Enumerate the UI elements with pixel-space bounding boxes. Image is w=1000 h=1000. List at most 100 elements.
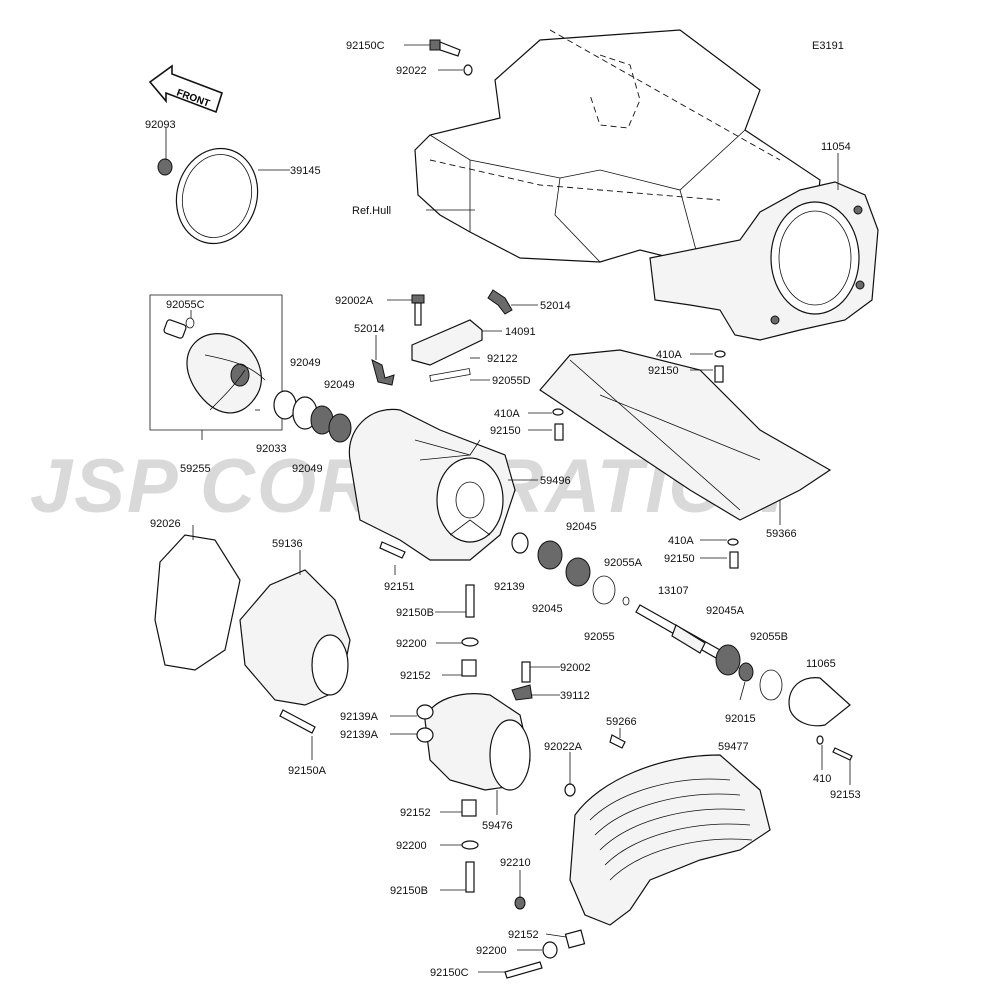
label-92055D: 92055D bbox=[492, 375, 531, 387]
label-92033: 92033 bbox=[256, 443, 287, 455]
fitting-59266 bbox=[609, 734, 626, 749]
pump-case bbox=[348, 408, 516, 561]
reverse-bucket-59477 bbox=[569, 754, 771, 926]
label-39112: 39112 bbox=[560, 690, 590, 702]
label-59477: 59477 bbox=[718, 741, 749, 753]
label-11065: 11065 bbox=[806, 658, 836, 670]
bolts-92150-410A bbox=[552, 350, 739, 569]
label-52014-left: 52014 bbox=[354, 323, 385, 335]
nut-92210 bbox=[514, 896, 526, 910]
label-410A-1: 410A bbox=[656, 349, 682, 361]
label-92139A-1: 92139A bbox=[340, 711, 379, 723]
label-11054: 11054 bbox=[821, 141, 851, 153]
o-ring-92055B bbox=[759, 669, 783, 701]
label-39145: 39145 bbox=[290, 165, 321, 177]
label-92055C: 92055C bbox=[166, 299, 205, 311]
ride-plate bbox=[539, 349, 832, 521]
nut-92093 bbox=[157, 158, 173, 176]
label-92152-2: 92152 bbox=[400, 807, 431, 819]
bolt-92002 bbox=[521, 661, 531, 683]
label-92200-3: 92200 bbox=[476, 945, 507, 957]
label-59136: 59136 bbox=[272, 538, 303, 550]
fitting-52014-left bbox=[371, 359, 395, 386]
nozzle-59136 bbox=[239, 569, 351, 706]
label-92150C-top: 92150C bbox=[346, 40, 385, 52]
bolts-92150B bbox=[465, 584, 475, 893]
bushing-92152-bottom bbox=[564, 929, 586, 949]
ring-39145 bbox=[175, 147, 259, 245]
label-92200-1: 92200 bbox=[396, 638, 427, 650]
seals-92049 bbox=[273, 390, 352, 443]
label-92122: 92122 bbox=[487, 353, 518, 365]
label-92022A: 92022A bbox=[544, 741, 583, 753]
label-59366: 59366 bbox=[766, 528, 797, 540]
bushing-92152-top bbox=[461, 659, 477, 677]
label-92049-a: 92049 bbox=[290, 357, 321, 369]
label-59255: 59255 bbox=[180, 463, 211, 475]
washer-92200-bottom bbox=[542, 941, 558, 959]
label-92055: 92055 bbox=[584, 631, 615, 643]
label-92151: 92151 bbox=[384, 581, 415, 593]
bolt-92153 bbox=[832, 747, 853, 761]
leader-lines bbox=[165, 44, 851, 973]
label-92045A: 92045A bbox=[706, 605, 745, 617]
label-92002A: 92002A bbox=[335, 295, 374, 307]
label-92152-3: 92152 bbox=[508, 929, 539, 941]
label-92150B-2: 92150B bbox=[390, 885, 428, 897]
label-92055B: 92055B bbox=[750, 631, 788, 643]
part-labels: 92150C 92022 92093 39145 11054 Ref.Hull … bbox=[145, 40, 861, 979]
label-92153: 92153 bbox=[830, 789, 861, 801]
washer-92022A bbox=[564, 783, 576, 797]
label-52014-right: 52014 bbox=[540, 300, 571, 312]
washer-410 bbox=[816, 735, 824, 745]
label-92093: 92093 bbox=[145, 119, 176, 131]
diagram-code: E3191 bbox=[812, 40, 844, 52]
label-410: 410 bbox=[813, 773, 831, 785]
label-410A-2: 410A bbox=[494, 408, 520, 420]
block-14091 bbox=[411, 319, 483, 366]
label-92200-2: 92200 bbox=[396, 840, 427, 852]
label-92210: 92210 bbox=[500, 857, 531, 869]
label-92049-c: 92049 bbox=[292, 463, 323, 475]
bolt-92151 bbox=[379, 541, 406, 559]
label-92150-3: 92150 bbox=[664, 553, 695, 565]
label-92045-bottom: 92045 bbox=[532, 603, 563, 615]
bolt-92150C-bottom bbox=[504, 961, 543, 979]
label-14091: 14091 bbox=[505, 326, 536, 338]
steering-nozzle-59476 bbox=[424, 693, 531, 791]
label-92022-top: 92022 bbox=[396, 65, 427, 77]
cap-11065 bbox=[788, 677, 851, 727]
label-92150-2: 92150 bbox=[490, 425, 521, 437]
label-92055A: 92055A bbox=[604, 557, 643, 569]
label-410A-3: 410A bbox=[668, 535, 694, 547]
bearings-92045 bbox=[511, 532, 630, 606]
label-92139: 92139 bbox=[494, 581, 525, 593]
label-92150-1: 92150 bbox=[648, 365, 679, 377]
bolt-92002A bbox=[411, 294, 425, 326]
label-92150C-bottom: 92150C bbox=[430, 967, 469, 979]
label-59476: 59476 bbox=[482, 820, 513, 832]
washer-92022-top bbox=[463, 64, 473, 76]
label-13107: 13107 bbox=[658, 585, 689, 597]
label-92015: 92015 bbox=[725, 713, 756, 725]
label-92049-b: 92049 bbox=[324, 379, 355, 391]
bolt-92150A bbox=[279, 709, 316, 734]
arm-39112 bbox=[511, 684, 533, 701]
bolt-92150C-top bbox=[429, 39, 461, 57]
bushing-92152-mid bbox=[461, 799, 477, 817]
label-92026: 92026 bbox=[150, 518, 181, 530]
nut-92015 bbox=[738, 662, 754, 682]
o-ring-92055D bbox=[429, 368, 471, 382]
label-ref-hull: Ref.Hull bbox=[352, 205, 391, 217]
label-92150B-1: 92150B bbox=[396, 607, 434, 619]
label-92002: 92002 bbox=[560, 662, 591, 674]
label-92045-top: 92045 bbox=[566, 521, 597, 533]
impeller-group bbox=[149, 294, 283, 431]
label-92152-1: 92152 bbox=[400, 670, 431, 682]
label-92150A: 92150A bbox=[288, 765, 327, 777]
label-59496: 59496 bbox=[540, 475, 571, 487]
front-arrow-icon: FRONT bbox=[148, 64, 223, 114]
label-59266: 59266 bbox=[606, 716, 637, 728]
bushings-92139A bbox=[416, 704, 434, 743]
